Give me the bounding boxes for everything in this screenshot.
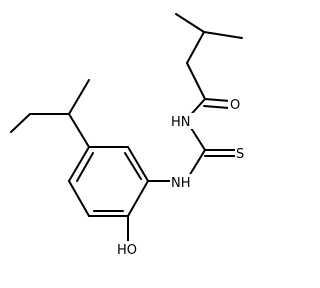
- hydroxyl-label: HO: [117, 243, 137, 258]
- thiourea-nh-label: NH: [171, 176, 191, 191]
- bond: [203, 105, 230, 109]
- bond: [76, 152, 94, 182]
- label-background: [228, 96, 242, 112]
- bond: [203, 31, 243, 39]
- bond: [127, 146, 149, 182]
- label-background: [235, 145, 248, 161]
- bond: [186, 62, 206, 100]
- label-background: [170, 113, 194, 129]
- bond: [68, 146, 90, 182]
- bond: [204, 98, 231, 102]
- carbonyl-oxygen-label: O: [230, 98, 240, 113]
- structure-canvas: O HN S NH HO: [10, 13, 248, 258]
- label-background: [170, 174, 194, 190]
- bond: [124, 152, 142, 180]
- bond: [175, 13, 205, 33]
- bond: [68, 113, 90, 148]
- sulfur-label: S: [236, 147, 244, 162]
- bond: [127, 180, 149, 217]
- bond: [10, 113, 31, 133]
- bond: [68, 79, 90, 115]
- label-background: [115, 241, 141, 257]
- bond: [68, 180, 90, 217]
- amide-nh-label: HN: [171, 115, 191, 130]
- molecule-drawing: O HN S NH HO: [10, 13, 248, 258]
- bond: [186, 31, 205, 64]
